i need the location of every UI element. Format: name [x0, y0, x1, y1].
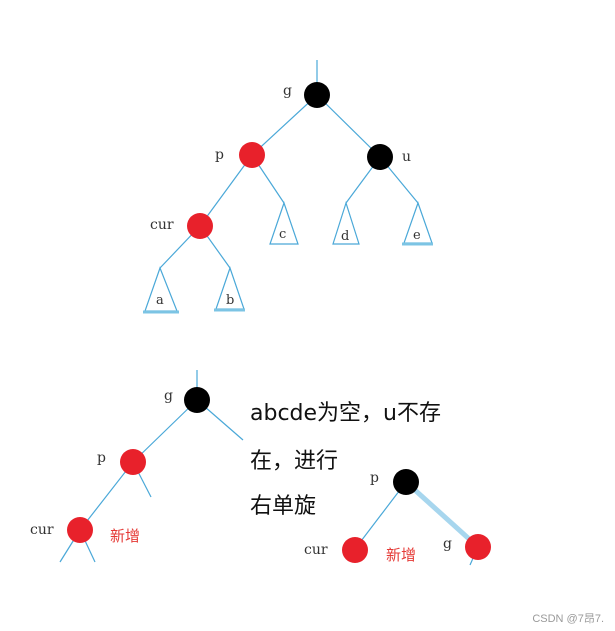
label-cur: cur [150, 217, 174, 233]
tree1: a b c d e g p u cur [143, 60, 433, 314]
node-u-black [367, 144, 393, 170]
subtree-b: b [214, 266, 245, 312]
edge-p-cur [199, 154, 253, 227]
label-p: p [97, 450, 106, 466]
note-line-3: 右单旋 [250, 494, 316, 519]
note-line-1: abcde为空，u不存 [250, 401, 441, 426]
note-line-2: 在，进行 [250, 449, 338, 474]
label-g: g [164, 388, 173, 404]
node-g-black [304, 82, 330, 108]
tree2: g p cur 新增 [30, 370, 244, 563]
label-new: 新增 [110, 527, 140, 545]
subtree-b-label: b [226, 293, 234, 308]
tree3: p cur g 新增 [304, 469, 491, 566]
subtree-e-label: e [413, 228, 421, 243]
label-new: 新增 [386, 546, 416, 564]
label-u: u [402, 149, 411, 165]
node-cur-red [67, 517, 93, 543]
node-p-red [120, 449, 146, 475]
node-p-red [239, 142, 265, 168]
label-p: p [215, 147, 224, 163]
subtree-a: a [143, 266, 179, 314]
edge-g-p [251, 94, 318, 156]
edge-g-p [132, 399, 198, 463]
node-cur-red [187, 213, 213, 239]
edge-g-u [316, 94, 381, 158]
subtree-c-label: c [279, 227, 286, 242]
csdn-watermark: CSDN @7昂7. [532, 612, 604, 625]
subtree-d-label: d [341, 229, 349, 244]
node-cur-red [342, 537, 368, 563]
label-g: g [283, 83, 292, 99]
label-cur: cur [30, 522, 54, 538]
subtree-e: e [402, 201, 433, 246]
node-p-black [393, 469, 419, 495]
edge-p-g [404, 480, 480, 549]
node-g-red [465, 534, 491, 560]
node-g-black [184, 387, 210, 413]
label-p: p [370, 470, 379, 486]
edge-p-cur [354, 481, 407, 550]
label-cur: cur [304, 542, 328, 558]
label-g: g [443, 536, 452, 552]
subtree-a-label: a [156, 293, 164, 308]
edge-p-cur [79, 461, 134, 531]
rotation-note: abcde为空，u不存 在，进行 右单旋 [250, 401, 441, 519]
subtree-d: d [332, 201, 360, 245]
subtree-c: c [269, 201, 299, 245]
